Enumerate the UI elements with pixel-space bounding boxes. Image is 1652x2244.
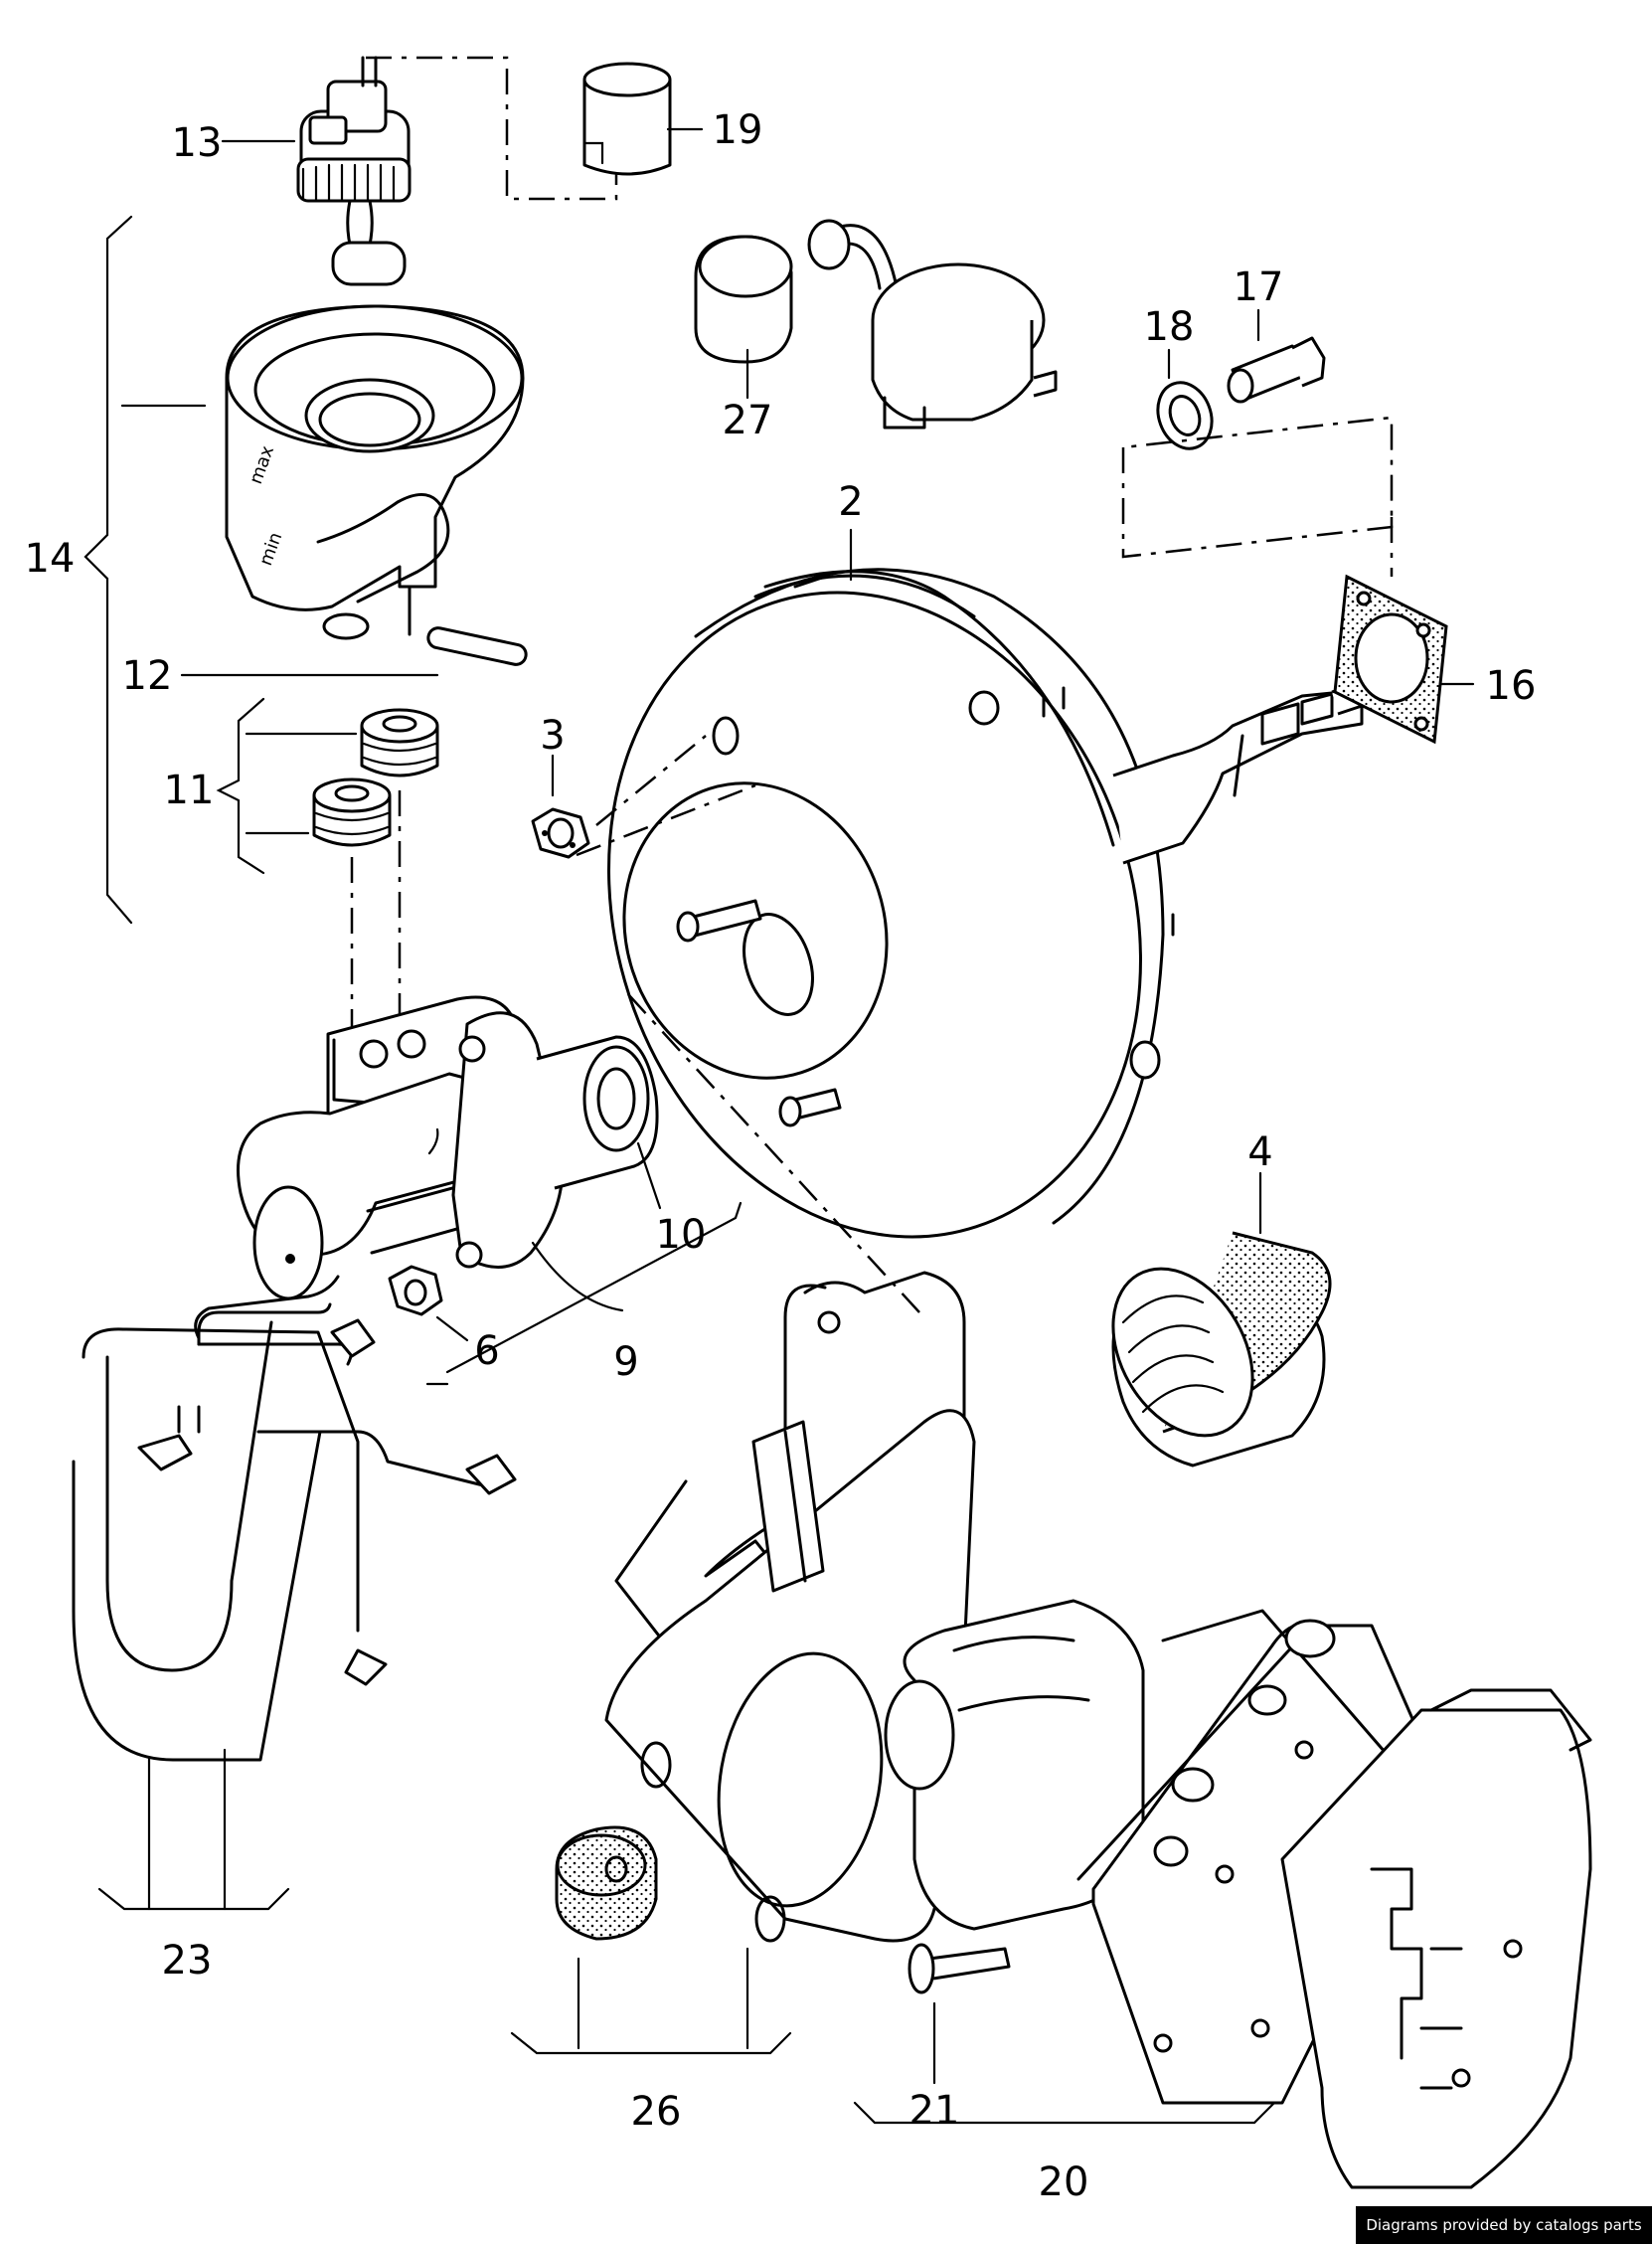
part-11-reservoir-grommets xyxy=(312,708,439,847)
callout-26: 26 xyxy=(631,2089,682,2135)
callout-2: 2 xyxy=(838,479,863,525)
callout-6: 6 xyxy=(474,1328,499,1374)
callout-10: 10 xyxy=(656,1212,707,1258)
callout-9: 9 xyxy=(613,1339,638,1385)
callout-12: 12 xyxy=(122,653,173,699)
part-20-abs-hydraulic-unit xyxy=(884,1599,1592,2189)
callout-16: 16 xyxy=(1486,663,1537,709)
part-13-reservoir-cap-sensor xyxy=(296,56,412,286)
callout-19: 19 xyxy=(713,107,763,153)
part-21-bolt xyxy=(908,1943,1011,1994)
part-9-brake-master-cylinder xyxy=(237,995,659,1300)
part-3-self-locking-nut xyxy=(531,807,590,859)
part-23-brake-pipes xyxy=(72,1275,517,1762)
callout-13: 13 xyxy=(172,120,223,166)
part-26-bushing xyxy=(555,1825,658,1941)
part-16-gasket xyxy=(1333,574,1448,745)
callout-14: 14 xyxy=(25,536,76,582)
credit-label: Diagrams provided by catalogs parts xyxy=(1356,2206,1652,2244)
part-27-vacuum-sensor xyxy=(694,219,1058,430)
part-12-retaining-pin xyxy=(426,626,528,666)
callout-18: 18 xyxy=(1144,304,1195,350)
callout-3: 3 xyxy=(540,713,565,759)
part-4-seal xyxy=(1111,1231,1332,1467)
part-26-bracket xyxy=(604,1271,976,1943)
callout-4: 4 xyxy=(1247,1129,1272,1175)
part-2-brake-servo xyxy=(607,568,1400,1239)
callout-20: 20 xyxy=(1039,2159,1089,2205)
part-14-brake-fluid-reservoir: max min xyxy=(225,304,525,640)
part-19-cap-cover xyxy=(582,62,672,176)
booster-studs xyxy=(676,899,842,1127)
callout-11: 11 xyxy=(164,768,215,813)
part-6-nut xyxy=(388,1265,443,1316)
callout-17: 17 xyxy=(1234,264,1284,310)
callout-21: 21 xyxy=(909,2088,960,2134)
part-18-seal-ring xyxy=(1156,381,1214,450)
part-17-check-valve xyxy=(1227,336,1326,404)
callout-27: 27 xyxy=(723,398,773,443)
callout-23: 23 xyxy=(162,1938,213,1984)
